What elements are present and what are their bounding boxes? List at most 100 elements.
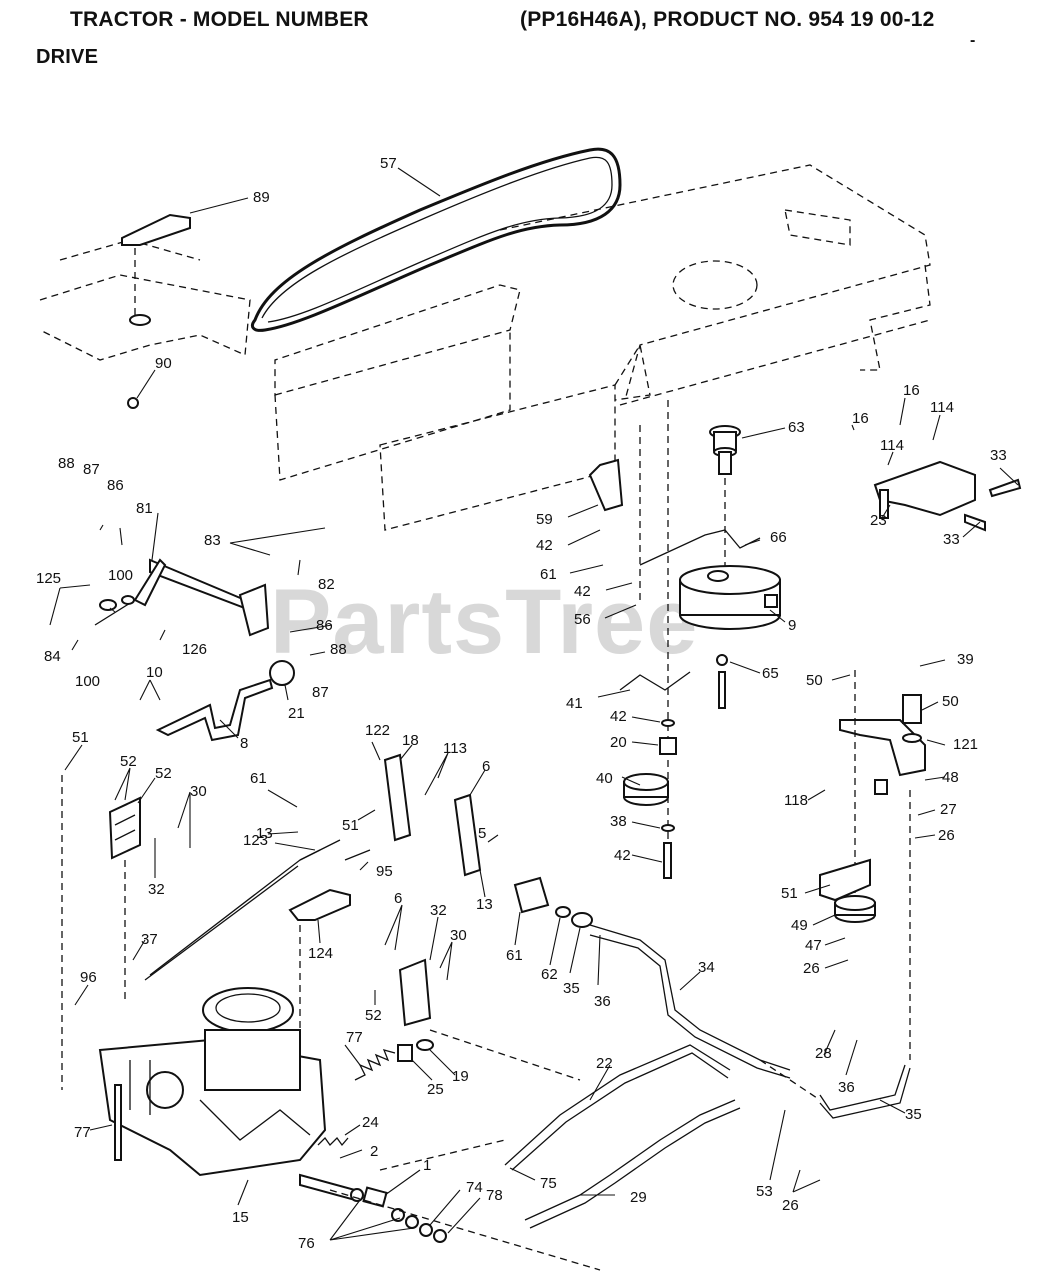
part-label-48: 48: [942, 769, 959, 786]
part-label-13: 13: [256, 825, 273, 842]
part-38-pulley: [623, 773, 669, 806]
part-label-26: 26: [938, 827, 955, 844]
part-22-rod: [524, 1099, 736, 1221]
part-label-63: 63: [788, 419, 805, 436]
part-label-53: 53: [756, 1183, 773, 1200]
part-label-33: 33: [990, 447, 1007, 464]
part-label-100: 100: [75, 673, 100, 690]
part-label-47: 47: [805, 937, 822, 954]
part-75-washers: [350, 1186, 447, 1243]
part-label-1: 1: [423, 1157, 431, 1174]
part-label-41: 41: [566, 695, 583, 712]
part-2-spring: [317, 1136, 349, 1147]
part-label-26: 26: [803, 960, 820, 977]
part-121-bushing: [902, 694, 922, 724]
part-label-42: 42: [574, 583, 591, 600]
part-label-30: 30: [450, 927, 467, 944]
title-left: TRACTOR - MODEL NUMBER: [70, 8, 369, 31]
part-41-spring: [619, 671, 691, 691]
part-label-61: 61: [540, 566, 557, 583]
part-label-77: 77: [74, 1124, 91, 1141]
title-right: (PP16H46A), PRODUCT NO. 954 19 00-12: [520, 8, 935, 31]
part-39-bolt: [663, 842, 672, 879]
part-label-6: 6: [394, 890, 402, 907]
part-30-bracket-right: [398, 958, 432, 1027]
part-label-50: 50: [942, 693, 959, 710]
part-label-24: 24: [362, 1114, 379, 1131]
part-label-6: 6: [482, 758, 490, 775]
part-label-36: 36: [594, 993, 611, 1010]
part-113-bracket: [383, 753, 412, 842]
part-label-62: 62: [541, 966, 558, 983]
part-label-114: 114: [880, 437, 904, 454]
part-label-29: 29: [630, 1189, 647, 1206]
part-48-bracket: [839, 694, 926, 795]
part-25-spring: [354, 1049, 396, 1081]
part-label-100: 100: [108, 567, 133, 584]
part-label-42: 42: [536, 537, 553, 554]
leader-lines: [49, 167, 1019, 1241]
part-label-52: 52: [365, 1007, 382, 1024]
part-49-bracket: [819, 858, 871, 902]
part-label-82: 82: [318, 576, 335, 593]
part-47-pulley: [834, 895, 876, 923]
part-label-5: 5: [478, 825, 486, 842]
part-label-49: 49: [791, 917, 808, 934]
part-30-bracket-left: [108, 796, 141, 860]
part-label-88: 88: [58, 455, 75, 472]
part-label-95: 95: [376, 863, 393, 880]
watermark-logo: PartsTreeTM: [270, 570, 718, 675]
part-label-30: 30: [190, 783, 207, 800]
part-53-rod: [819, 1064, 906, 1111]
part-label-83: 83: [204, 532, 221, 549]
part-label-51: 51: [781, 885, 798, 902]
part-label-38: 38: [610, 813, 627, 830]
part-label-77: 77: [346, 1029, 363, 1046]
part-15-bolt: [114, 1084, 122, 1161]
part-label-81: 81: [136, 500, 153, 517]
part-label-114: 114: [930, 399, 954, 416]
part-label-42: 42: [610, 708, 627, 725]
part-label-123: 123: [243, 832, 268, 849]
part-label-40: 40: [596, 770, 613, 787]
part-34-rod: [589, 924, 791, 1071]
part-label-35: 35: [563, 980, 580, 997]
part-label-52: 52: [155, 765, 172, 782]
part-label-126: 126: [182, 641, 207, 658]
part-label-89: 89: [253, 189, 270, 206]
watermark-text: PartsTree: [270, 571, 699, 673]
part-label-34: 34: [698, 959, 715, 976]
part-label-86: 86: [316, 617, 333, 634]
part-label-118: 118: [784, 792, 808, 809]
part-label-37: 37: [141, 931, 158, 948]
drive-belt: [251, 147, 622, 332]
part-label-56: 56: [574, 611, 591, 628]
part-124-spring: [299, 839, 371, 861]
part-label-66: 66: [770, 529, 787, 546]
part-label-35: 35: [905, 1106, 922, 1123]
part-1-transaxle: [98, 987, 327, 1177]
part-label-21: 21: [288, 705, 305, 722]
part-63-idler-pulley: [709, 425, 741, 475]
part-28-rod: [504, 1044, 731, 1166]
part-9-electric-clutch: [679, 565, 781, 630]
part-label-20: 20: [610, 734, 627, 751]
part-122-bracket: [288, 888, 351, 921]
part-label-87: 87: [83, 461, 100, 478]
part-label-51: 51: [72, 729, 89, 746]
part-label-16: 16: [852, 410, 869, 427]
part-label-88: 88: [330, 641, 347, 658]
part-label-50: 50: [806, 672, 823, 689]
part-label-42: 42: [614, 847, 631, 864]
part-90-nut: [127, 397, 139, 409]
part-label-2: 2: [370, 1143, 378, 1160]
part-label-9: 9: [788, 617, 796, 634]
part-label-32: 32: [430, 902, 447, 919]
part-label-26: 26: [782, 1197, 799, 1214]
part-19-bushing: [397, 1044, 413, 1062]
part-label-33: 33: [943, 531, 960, 548]
part-label-122: 122: [365, 722, 390, 739]
part-label-18: 18: [402, 732, 419, 749]
